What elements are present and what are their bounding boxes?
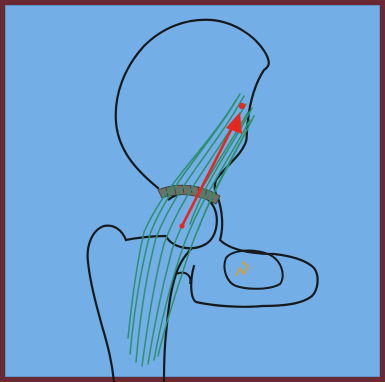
force-origin-dot (179, 223, 184, 228)
force-arrow-head (226, 112, 242, 134)
muscle-fiber (198, 116, 254, 230)
foramen-marking (236, 262, 248, 276)
femur-medial-outline (164, 248, 192, 382)
muscle-origin-dot (239, 103, 245, 109)
muscle-fiber (128, 100, 236, 338)
ilium-outline (116, 20, 269, 198)
acetabulum-outline (191, 198, 317, 307)
muscle-fibers (128, 94, 254, 366)
muscle-fiber (130, 94, 240, 354)
obturator-foramen (224, 251, 282, 289)
lesser-trochanter (176, 273, 190, 284)
